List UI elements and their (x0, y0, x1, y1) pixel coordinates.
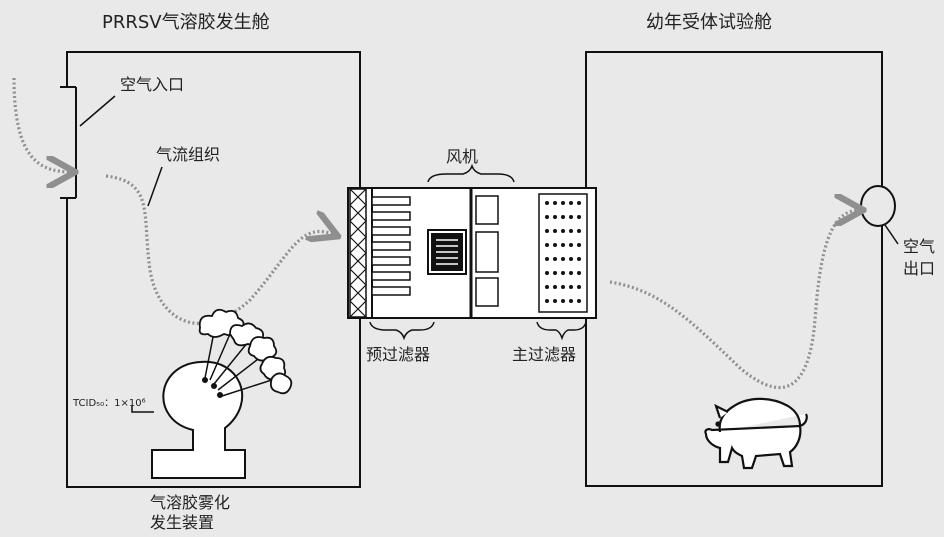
pig-icon (704, 397, 808, 470)
air-outlet-icon (860, 185, 896, 227)
air-outlet-label-line1: 空气 (903, 237, 936, 256)
nebulizer-label-line1: 气溶胶雾化 (150, 493, 231, 512)
left-chamber-title: PRRSV气溶胶发生舱 (102, 12, 270, 33)
main-filter-label: 主过滤器 (512, 345, 577, 364)
fan-label: 风机 (446, 147, 479, 166)
air-outlet-label-line2: 出口 (903, 259, 936, 278)
leader-lines (79, 95, 899, 413)
right-chamber-title: 幼年受体试验舱 (646, 12, 772, 33)
nebulizer-label-line2: 发生装置 (150, 513, 215, 532)
main-filter-holes (545, 201, 581, 303)
nebulizer-device (151, 308, 293, 479)
main-filter (538, 193, 588, 313)
airflow-arrows (12, 77, 860, 390)
pre-filter-label: 预过滤器 (366, 345, 431, 364)
aerosol-clouds (198, 308, 293, 395)
fan-blades (475, 195, 499, 307)
left-chamber (60, 51, 361, 488)
pre-filter-fins (371, 196, 411, 296)
air-inlet-label: 空气入口 (120, 75, 185, 94)
fan-filter-unit (347, 187, 597, 319)
airflow-label: 气流组织 (156, 145, 221, 164)
spray-lines (204, 331, 279, 397)
label-brackets (369, 163, 587, 341)
fan-motor-icon (427, 229, 467, 275)
tcid-label: TCID₅₀：1×10⁶ (73, 398, 146, 409)
